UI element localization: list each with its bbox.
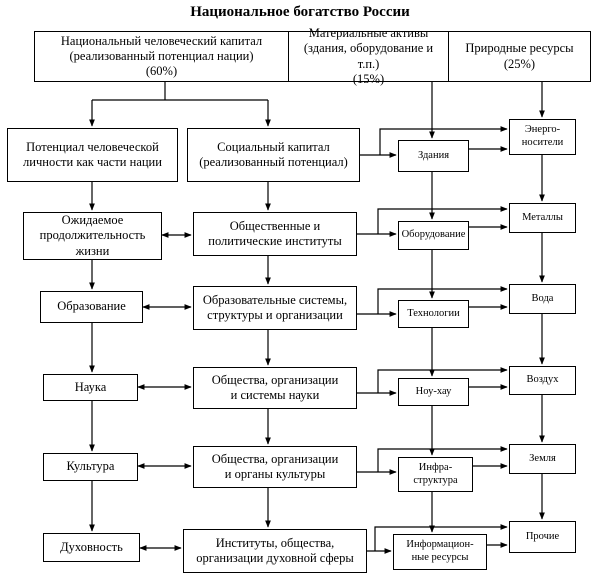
box-information-resources: Информацион-ные ресурсы	[393, 534, 487, 570]
box-spirituality: Духовность	[43, 533, 140, 562]
diagram-title: Национальное богатство России	[190, 4, 410, 20]
box-science: Наука	[43, 374, 138, 401]
header-human-capital: Национальный человеческий капитал(реализ…	[34, 31, 289, 82]
box-technologies: Технологии	[398, 300, 469, 328]
box-education: Образование	[40, 291, 143, 323]
connector-ar-6-upper	[374, 524, 508, 551]
box-culture: Культура	[43, 453, 138, 481]
connector-ar-1-upper	[379, 126, 508, 155]
box-buildings: Здания	[398, 140, 469, 172]
box-air: Воздух	[509, 366, 576, 395]
box-education-systems: Образовательные системы,структуры и орга…	[193, 286, 357, 330]
connector-ar-4-upper	[377, 367, 508, 393]
header-material-assets: Материальные активы(здания, оборудование…	[288, 26, 449, 86]
box-land: Земля	[509, 444, 576, 474]
connector-ar-2-upper	[377, 206, 508, 234]
box-other: Прочие	[509, 521, 576, 553]
box-metals: Металлы	[509, 203, 576, 233]
box-infrastructure: Инфра-структура	[398, 457, 473, 492]
box-social-capital: Социальный капитал(реализованный потенци…	[187, 128, 360, 182]
connector-ar-3-upper	[377, 286, 508, 314]
box-know-how: Ноу-хау	[398, 378, 469, 406]
box-energy-carriers: Энерго-носители	[509, 119, 576, 155]
box-equipment: Оборудование	[398, 221, 469, 250]
header-natural-resources: Природные ресурсы(25%)	[448, 31, 591, 82]
connector-ar-5-upper	[377, 446, 508, 472]
box-water: Вода	[509, 284, 576, 314]
box-spiritual-institutions: Институты, общества,организации духовной…	[183, 529, 367, 573]
